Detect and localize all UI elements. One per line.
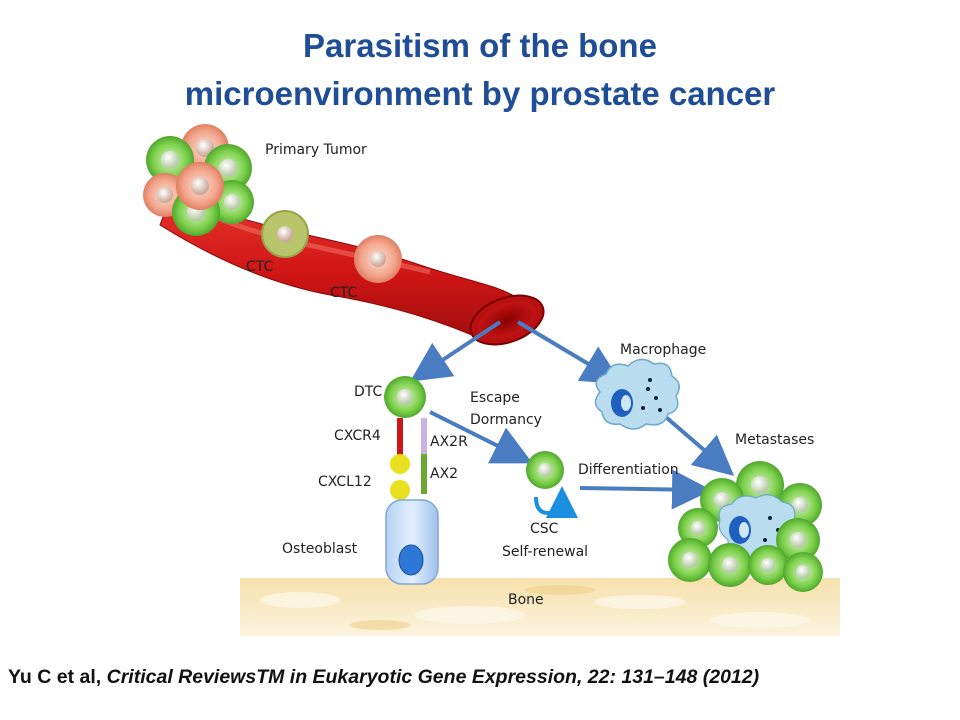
receptors bbox=[390, 418, 427, 500]
label-cxcr4: CXCR4 bbox=[334, 428, 381, 444]
label-bone: Bone bbox=[508, 592, 544, 608]
cxcl12-dot bbox=[390, 480, 410, 500]
citation-journal: Critical ReviewsTM in Eukaryotic Gene Ex… bbox=[106, 666, 760, 688]
dtc-cell bbox=[384, 376, 426, 418]
cxcr4-bar bbox=[397, 418, 403, 460]
arrows bbox=[409, 320, 735, 510]
label-dormancy: Dormancy bbox=[470, 412, 542, 428]
label-ax2r: AX2R bbox=[430, 434, 468, 450]
ax2-bar bbox=[421, 454, 427, 494]
ax2r-bar bbox=[421, 418, 427, 454]
citation-authors: Yu C et al, bbox=[8, 666, 107, 688]
title-line-2: microenvironment by prostate cancer bbox=[184, 75, 776, 112]
label-metastases: Metastases bbox=[735, 432, 814, 448]
label-ctc-2: CTC bbox=[330, 285, 358, 301]
ctc-cell-2 bbox=[354, 235, 402, 283]
label-macrophage: Macrophage bbox=[620, 342, 706, 358]
label-self-renewal: Self-renewal bbox=[502, 544, 588, 560]
ctc-cell-1 bbox=[261, 210, 309, 258]
label-ax2: AX2 bbox=[430, 466, 458, 482]
title-line-1: Parasitism of the bone bbox=[303, 27, 657, 64]
bone-layer bbox=[240, 578, 840, 636]
osteoblast-cell bbox=[385, 499, 439, 585]
label-ctc-1: CTC bbox=[246, 259, 274, 275]
self-renewal-loop bbox=[534, 486, 578, 519]
label-escape: Escape bbox=[470, 390, 520, 406]
citation: Yu C et al, Critical ReviewsTM in Eukary… bbox=[8, 666, 952, 689]
label-dtc: DTC bbox=[354, 384, 383, 400]
cxcl12-dot bbox=[390, 454, 410, 474]
label-primary-tumor: Primary Tumor bbox=[265, 142, 367, 158]
metastases-cluster bbox=[668, 461, 823, 592]
macrophage-cell bbox=[594, 358, 680, 430]
primary-tumor-cluster bbox=[143, 124, 254, 236]
csc-cell bbox=[526, 451, 578, 519]
label-csc: CSC bbox=[530, 521, 559, 537]
label-osteoblast: Osteoblast bbox=[282, 541, 358, 557]
label-cxcl12: CXCL12 bbox=[318, 474, 372, 490]
label-differentiation: Differentiation bbox=[578, 462, 679, 478]
